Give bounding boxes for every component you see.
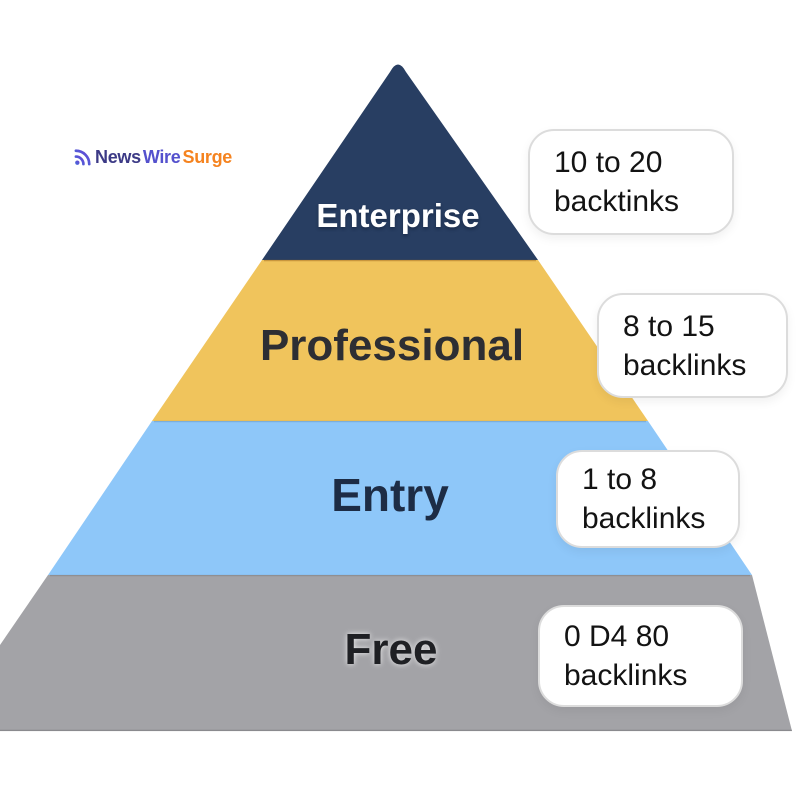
callout-line: 10 to 20 <box>554 146 663 179</box>
tier-label-entry: Entry <box>331 469 449 521</box>
tier-label-enterprise: Enterprise <box>316 197 480 234</box>
callout-line: backlinks <box>564 659 688 692</box>
tier-label-professional: Professional <box>259 321 525 370</box>
callout-line: backlinks <box>582 502 706 535</box>
rss-signal-icon <box>74 149 91 166</box>
callout-line: backlinks <box>623 348 747 382</box>
tier-professional-shape <box>152 260 648 421</box>
callout-free-backlinks: 0 D4 80 backlinks <box>538 605 743 707</box>
callout-line: 8 to 15 <box>623 309 715 343</box>
brand-name-news: News <box>95 146 141 167</box>
brand-name-surge: Surge <box>182 146 232 167</box>
callout-line: backtinks <box>554 185 680 218</box>
callout-professional-backlinks: 8 to 15 backlinks <box>597 293 788 398</box>
callout-line: 1 to 8 <box>582 463 658 496</box>
callout-entry-backlinks: 1 to 8 backlinks <box>556 450 740 548</box>
tier-label-free: Free <box>344 625 438 674</box>
brand-name-wire: Wire <box>142 146 181 167</box>
tier-enterprise-shape <box>262 64 538 260</box>
callout-enterprise-backlinks: 10 to 20 backtinks <box>528 129 734 235</box>
callout-line: 0 D4 80 <box>564 620 670 653</box>
